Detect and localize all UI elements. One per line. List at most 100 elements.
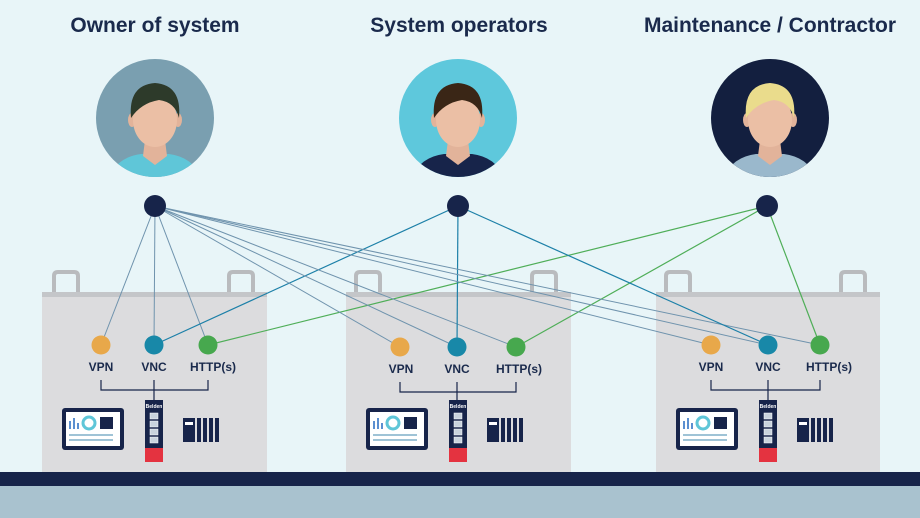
switch-port (763, 420, 773, 428)
cabinet-3-https-node (810, 335, 830, 355)
owner-link-cabinet-2-3 (154, 205, 517, 348)
hmi-donut (385, 415, 401, 431)
cabinet-2-https-node (506, 337, 526, 357)
avatar-shirt (410, 154, 506, 177)
avatar-shirt (722, 154, 818, 177)
avatar-figure (107, 83, 203, 177)
operator-link-cabinet-2 (456, 205, 459, 348)
plc-io-card (209, 418, 213, 442)
hmi-line (373, 439, 417, 441)
cabinet-3-vnc-label: VNC (755, 360, 781, 374)
plc-io-card (507, 418, 511, 442)
role-title-owner: Owner of system (70, 14, 240, 37)
cabinet-3-vpn-label: VPN (698, 360, 724, 374)
role-title-operators: System operators (370, 14, 548, 37)
plc-io-card (811, 418, 815, 442)
hmi-chart-bar (73, 418, 75, 429)
avatar-figure (410, 83, 506, 177)
hmi-block (714, 417, 727, 429)
hmi-line (373, 434, 417, 436)
cabinet-handle-2 (839, 270, 867, 292)
owner-hub-node (144, 195, 166, 217)
cabinet-3-vnc-node (758, 335, 778, 355)
cabinet-handle-2 (530, 270, 558, 292)
owner-link-cabinet-3-2 (154, 205, 769, 346)
cabinet-1-vnc-label: VNC (141, 360, 167, 374)
operator-link-cabinet-3 (457, 205, 769, 346)
contractor-link-cabinet-3 (766, 205, 821, 346)
plc-indicator (799, 422, 807, 425)
switch-port (149, 420, 159, 428)
owner-link-cabinet-2-2 (154, 205, 458, 348)
cabinet-1-switch-brand: Belden (145, 404, 163, 410)
switch-port (763, 436, 773, 444)
plc-io-card (513, 418, 517, 442)
switch-port (149, 412, 159, 420)
switch-port (149, 436, 159, 444)
switch-port (763, 412, 773, 420)
avatar-shirt (107, 154, 203, 177)
avatar-neck (758, 140, 782, 165)
contractor-avatar (711, 59, 829, 177)
avatar-hair (745, 83, 795, 118)
hmi-chart-bar (373, 421, 375, 429)
cabinet-2 (346, 270, 571, 482)
hmi-chart-bar (69, 421, 71, 429)
cabinet-1-vpn-label: VPN (88, 360, 114, 374)
hmi-line (683, 439, 727, 441)
switch-port (453, 436, 463, 444)
avatar-neck (446, 140, 470, 165)
contractor-hub-node (756, 195, 778, 217)
plc-io-card (197, 418, 201, 442)
switch-port (453, 420, 463, 428)
hmi-chart-bar (377, 418, 379, 429)
owner-avatar (96, 59, 214, 177)
cabinet-2-https-label: HTTP(s) (496, 362, 542, 376)
avatar-neck (143, 140, 167, 165)
cabinet-2-vnc-node (447, 337, 467, 357)
switch-port (149, 428, 159, 436)
hmi-block (100, 417, 113, 429)
switch-red-band (145, 448, 163, 462)
plc-io-card (501, 418, 505, 442)
hmi-chart-bar (77, 423, 79, 429)
owner-link-cabinet-2-1 (154, 205, 401, 348)
cabinet-3-vpn-node (701, 335, 721, 355)
cabinet-2-vnc-label: VNC (444, 362, 470, 376)
hmi-donut (81, 415, 97, 431)
operators-hub-node (447, 195, 469, 217)
hmi-chart-bar (691, 423, 693, 429)
plc-io-card (829, 418, 833, 442)
avatar-face (436, 93, 480, 147)
cabinet-handle-1 (52, 270, 80, 292)
cabinet-3-switch-brand: Belden (759, 404, 777, 410)
operators-avatar (399, 59, 517, 177)
plc-module (183, 418, 195, 442)
floor-edge (0, 472, 920, 486)
cabinet-top-edge (346, 292, 571, 297)
cabinet-top-edge (656, 292, 880, 297)
switch-red-band (449, 448, 467, 462)
avatar-face (748, 93, 792, 147)
cabinet-3 (656, 270, 880, 482)
avatar-face (133, 93, 177, 147)
plc-io-card (823, 418, 827, 442)
plc-io-card (215, 418, 219, 442)
plc-module (797, 418, 809, 442)
switch-port (763, 428, 773, 436)
cabinet-1-https-node (198, 335, 218, 355)
cabinet-3-https-label: HTTP(s) (806, 360, 852, 374)
switch-port (453, 428, 463, 436)
hmi-chart-bar (683, 421, 685, 429)
cabinet-2-switch-brand: Belden (449, 404, 467, 410)
plc-io-card (817, 418, 821, 442)
contractor-link-cabinet-2 (515, 205, 768, 348)
cabinet-bus-line (100, 380, 209, 402)
cabinet-1-vnc-node (144, 335, 164, 355)
floor (0, 486, 920, 518)
operator-link-cabinet-1 (153, 205, 459, 346)
cabinet-2-vpn-label: VPN (388, 362, 414, 376)
plc-indicator (185, 422, 193, 425)
owner-link-cabinet-1-1 (100, 205, 156, 346)
